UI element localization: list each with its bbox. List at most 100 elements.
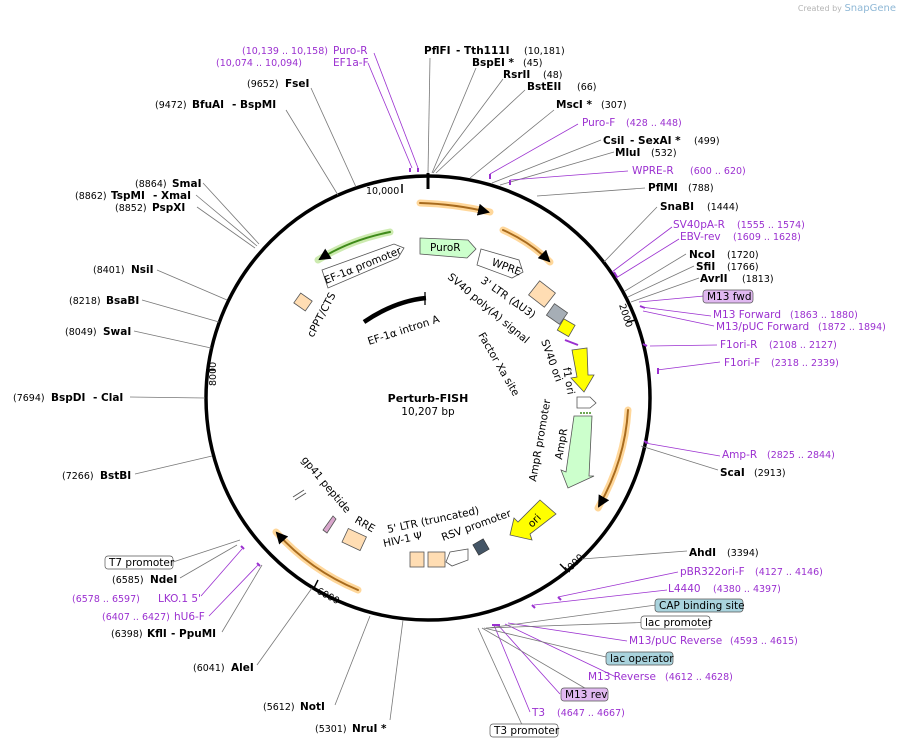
enzyme-csii-pos: (499) [694, 136, 720, 147]
gp41-mark-b [294, 492, 307, 501]
cppt-feature [293, 292, 313, 312]
primer-amp-r-range: (2825 .. 2844) [767, 450, 835, 461]
plasmid-name: Perturb-FISH [388, 392, 469, 405]
m13-fwd-box [702, 289, 754, 304]
ampr-label: AmpR [553, 428, 570, 461]
enzyme-clai: - ClaI [93, 392, 123, 404]
hiv-psi-feature [409, 551, 425, 568]
primer-m13-forward-range: (1863 .. 1880) [790, 310, 858, 321]
enzyme-noti: NotI [300, 701, 325, 713]
rre-feature [341, 527, 367, 552]
primer-pbr322ori-f: pBR322ori-F [680, 566, 745, 578]
primer-t3: T3 [531, 707, 545, 719]
primer-amp-r: Amp-R [722, 449, 757, 461]
enzyme-noti-pos: (5612) [263, 702, 295, 713]
primer-m13-puc-forward-range: (1872 .. 1894) [818, 322, 886, 333]
enzyme-alei: AleI [231, 662, 254, 674]
enzyme-tth111i: - Tth111I [456, 45, 510, 57]
enzyme-sfii: SfiI [696, 261, 715, 273]
f1ori-label: f1 ori [560, 366, 577, 395]
wpre-feature [476, 248, 524, 279]
primer-l4440-range: (4380 .. 4397) [713, 584, 781, 595]
ef1a-intron-feature [362, 295, 427, 324]
primer-labels: (10,139 .. 10,158) Puro-R (10,074 .. 10,… [72, 45, 886, 719]
enzyme-xmai: - XmaI [153, 190, 191, 202]
primer-leaders [172, 52, 721, 728]
ef1a-promoter-feature [321, 243, 405, 289]
enzyme-bfuai: BfuAI [192, 99, 224, 111]
lac-promoter-box [640, 615, 711, 630]
primer-marks [240, 168, 659, 626]
primer-f1ori-f: F1ori-F [724, 357, 760, 369]
gp41-feature [322, 515, 337, 534]
enzyme-swai-pos: (8049) [65, 327, 97, 338]
primer-puro-r: Puro-R [333, 45, 368, 57]
enzyme-bsteii: BstEII [527, 81, 561, 93]
enzyme-bspdi: BspDI [51, 392, 85, 404]
primer-hu6-f: hU6-F [174, 611, 205, 623]
enzyme-pflfi: PflFI [424, 45, 451, 57]
enzyme-pspxi-pos: (8852) [115, 203, 147, 214]
plasmid-size: 10,207 bp [401, 406, 455, 418]
ltr3-feature [528, 280, 556, 308]
primer-pbr322ori-f-range: (4127 .. 4146) [755, 567, 823, 578]
primer-wpre-r: WPRE-R [632, 165, 674, 177]
primer-wpre-r-range: (600 .. 620) [690, 166, 746, 177]
primer-l4440: L4440 [668, 583, 701, 595]
enzyme-avrii: AvrII [700, 273, 728, 285]
m13-fwd-label: M13 fwd [707, 291, 752, 303]
ampr-feature [560, 415, 595, 489]
primer-t3-range: (4647 .. 4667) [557, 708, 625, 719]
boxed-labels: M13 fwd CAP binding site lac promoter la… [104, 289, 754, 738]
primer-hu6-f-range: (6407 .. 6427) [102, 612, 170, 623]
sv40ori-feature [556, 318, 576, 338]
enzyme-rsrii: RsrII [503, 69, 530, 81]
primer-m13-reverse-range: (4612 .. 4628) [665, 672, 733, 683]
enzyme-tspmi-pos: (8862) [75, 191, 107, 202]
primer-puro-r-range: (10,139 .. 10,158) [242, 46, 328, 57]
primer-m13-puc-reverse: M13/pUC Reverse [629, 635, 722, 647]
enzyme-ncoi: NcoI [689, 249, 715, 261]
gp41-mark-a [292, 489, 305, 498]
enzyme-ahdi: AhdI [689, 547, 716, 559]
t7-promoter-box [104, 555, 174, 570]
enzyme-bsteii-pos: (66) [577, 82, 597, 93]
rsv-feature [445, 548, 469, 567]
enzyme-msci: MscI * [556, 99, 592, 111]
lac-operator-box [605, 651, 674, 666]
enzyme-rsrii-pos: (48) [543, 70, 563, 81]
enzyme-bfuai-pos: (9472) [155, 100, 187, 111]
m13-rev-label: M13 rev [565, 689, 608, 701]
snapgene-logo-text: SnapGene [844, 3, 896, 14]
enzyme-ncoi-pos: (1720) [727, 250, 759, 261]
enzyme-bspmi: - BspMI [232, 99, 276, 111]
ef1a-intron-label: EF-1α intron A [366, 313, 442, 348]
primer-sv40pa-r-range: (1555 .. 1574) [737, 220, 805, 231]
enzyme-fsei: FseI [285, 78, 309, 90]
enzyme-avrii-pos: (1813) [742, 274, 774, 285]
enzyme-sfii-pos: (1766) [727, 262, 759, 273]
cppt-label: cPPT/CTS [305, 290, 339, 339]
enzyme-kfli: KflI [147, 628, 167, 640]
enzyme-tspmi: TspMI [111, 190, 145, 202]
primer-m13-reverse: M13 Reverse [588, 671, 656, 683]
enzyme-ahdi-pos: (3394) [727, 548, 759, 559]
enzyme-mlui: MluI [615, 147, 640, 159]
enzyme-ndei-pos: (6585) [112, 575, 144, 586]
enzyme-bspdi-pos: (7694) [13, 393, 45, 404]
primer-m13-puc-reverse-range: (4593 .. 4615) [730, 636, 798, 647]
t3-promoter-label: T3 promoter [493, 725, 560, 737]
puror-label: PuroR [430, 242, 461, 254]
primer-ef1a-f: EF1a-F [333, 57, 369, 69]
enzyme-kfli-pos: (6398) [111, 629, 143, 640]
primer-puro-f: Puro-F [582, 117, 615, 129]
tick-10000: 10,000 [366, 186, 399, 197]
enzyme-labels: PflFI - Tth111I (10,181) BspEI * (45) Rs… [13, 45, 786, 735]
enzyme-nrui-pos: (5301) [315, 724, 347, 735]
snapgene-credit: Created by SnapGene [798, 3, 896, 14]
primer-m13-puc-forward: M13/pUC Forward [716, 321, 809, 333]
factor-xa-mark [564, 339, 579, 346]
enzyme-ppumi: - PpuMI [171, 628, 216, 640]
enzyme-pspxi: PspXI [152, 202, 185, 214]
lac-operator-label: lac operator [610, 653, 674, 665]
